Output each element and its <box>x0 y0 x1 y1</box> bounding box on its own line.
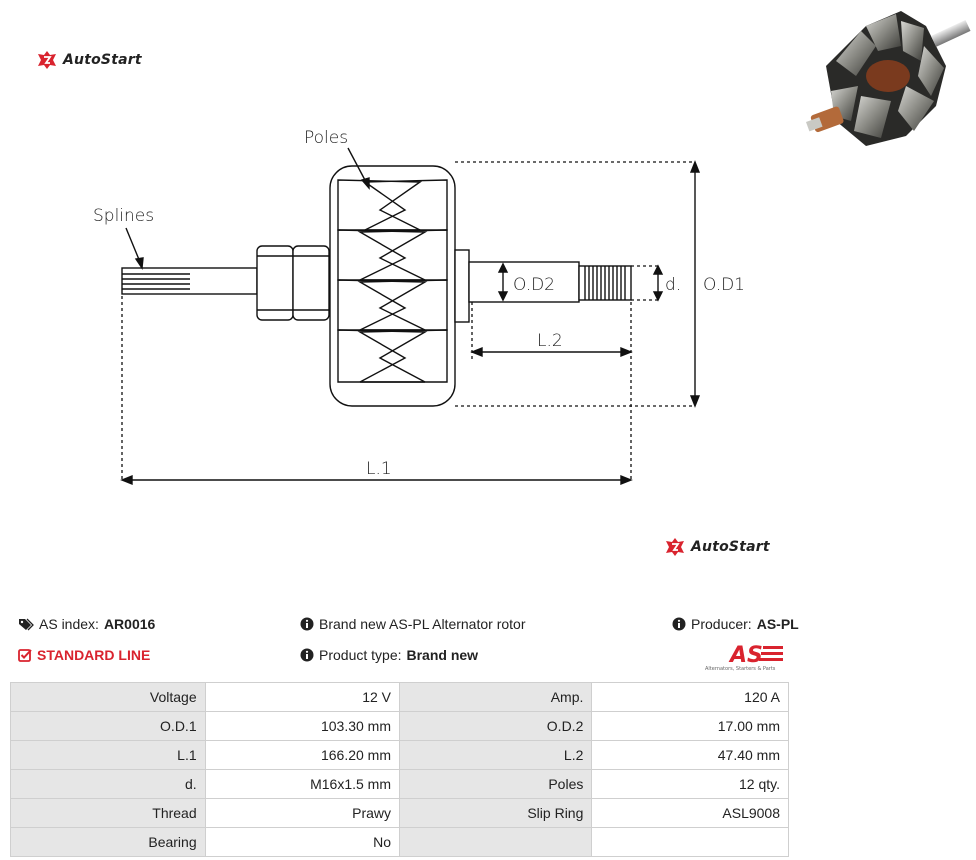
spec-value: No <box>204 827 401 857</box>
as-index-value: AR0016 <box>103 616 156 632</box>
info-circle-icon <box>300 617 314 631</box>
info-circle-icon <box>672 617 686 631</box>
spec-label: Poles <box>399 769 593 799</box>
standard-line-text: STANDARD LINE <box>37 647 151 663</box>
producer-value: AS-PL <box>756 616 799 632</box>
spec-label: O.D.2 <box>399 711 593 741</box>
spec-label: Bearing <box>10 827 206 857</box>
label-poles: Poles <box>304 128 348 148</box>
tags-icon <box>19 618 34 630</box>
spec-label: O.D.1 <box>10 711 206 741</box>
label-od2: O.D2 <box>513 275 555 295</box>
label-l2: L.2 <box>537 331 563 351</box>
rotor-technical-drawing: Poles Splines O.D2 d. O.D1 L.2 L.1 <box>93 128 745 486</box>
spec-label: Thread <box>10 798 206 828</box>
spec-value: M16x1.5 mm <box>204 769 401 799</box>
autostart-logo-icon <box>38 51 56 69</box>
spec-value: 120 A <box>591 682 789 712</box>
spec-value: 12 qty. <box>591 769 789 799</box>
label-od1: O.D1 <box>703 275 745 295</box>
product-type-label: Product type: <box>319 647 402 663</box>
as-logo-tagline: Alternators, Starters & Parts <box>705 666 776 672</box>
product-description: Brand new AS-PL Alternator rotor <box>300 616 525 632</box>
autostart-logo-bottom: AutoStart <box>664 537 770 557</box>
label-splines: Splines <box>93 206 154 226</box>
spec-value: 47.40 mm <box>591 740 789 770</box>
spec-value <box>591 827 789 857</box>
spec-value: 103.30 mm <box>204 711 401 741</box>
spec-value: 166.20 mm <box>204 740 401 770</box>
autostart-logo-text: AutoStart <box>691 539 770 555</box>
spec-value: Prawy <box>204 798 401 828</box>
product-type-value: Brand new <box>406 647 479 663</box>
spec-value: ASL9008 <box>591 798 789 828</box>
checkbox-checked-icon <box>18 649 32 662</box>
label-d: d. <box>665 275 681 295</box>
autostart-logo-top[interactable]: AutoStart <box>36 50 142 70</box>
product-type: Product type: Brand new <box>300 647 478 663</box>
spec-label: d. <box>10 769 206 799</box>
as-index: AS index: AR0016 <box>18 616 155 632</box>
as-logo-text: AS <box>728 643 763 668</box>
label-l1: L.1 <box>366 459 392 479</box>
spec-value: 17.00 mm <box>591 711 789 741</box>
as-index-label: AS index: <box>39 616 99 632</box>
autostart-logo-text: AutoStart <box>63 52 142 68</box>
producer-label: Producer: <box>691 616 752 632</box>
as-pl-logo: AS Alternators, Starters & Parts <box>705 643 783 672</box>
description-text: Brand new AS-PL Alternator rotor <box>319 616 526 632</box>
standard-line-badge: STANDARD LINE <box>18 647 150 663</box>
spec-label: Voltage <box>10 682 206 712</box>
spec-label: L.2 <box>399 740 593 770</box>
info-circle-icon <box>300 648 314 662</box>
spec-label: Amp. <box>399 682 593 712</box>
spec-value: 12 V <box>204 682 401 712</box>
rotor-product-photo[interactable] <box>806 6 972 154</box>
spec-label: Slip Ring <box>399 798 593 828</box>
producer: Producer: AS-PL <box>672 616 799 632</box>
spec-label: L.1 <box>10 740 206 770</box>
spec-label <box>399 827 593 857</box>
autostart-logo-icon <box>666 538 684 556</box>
